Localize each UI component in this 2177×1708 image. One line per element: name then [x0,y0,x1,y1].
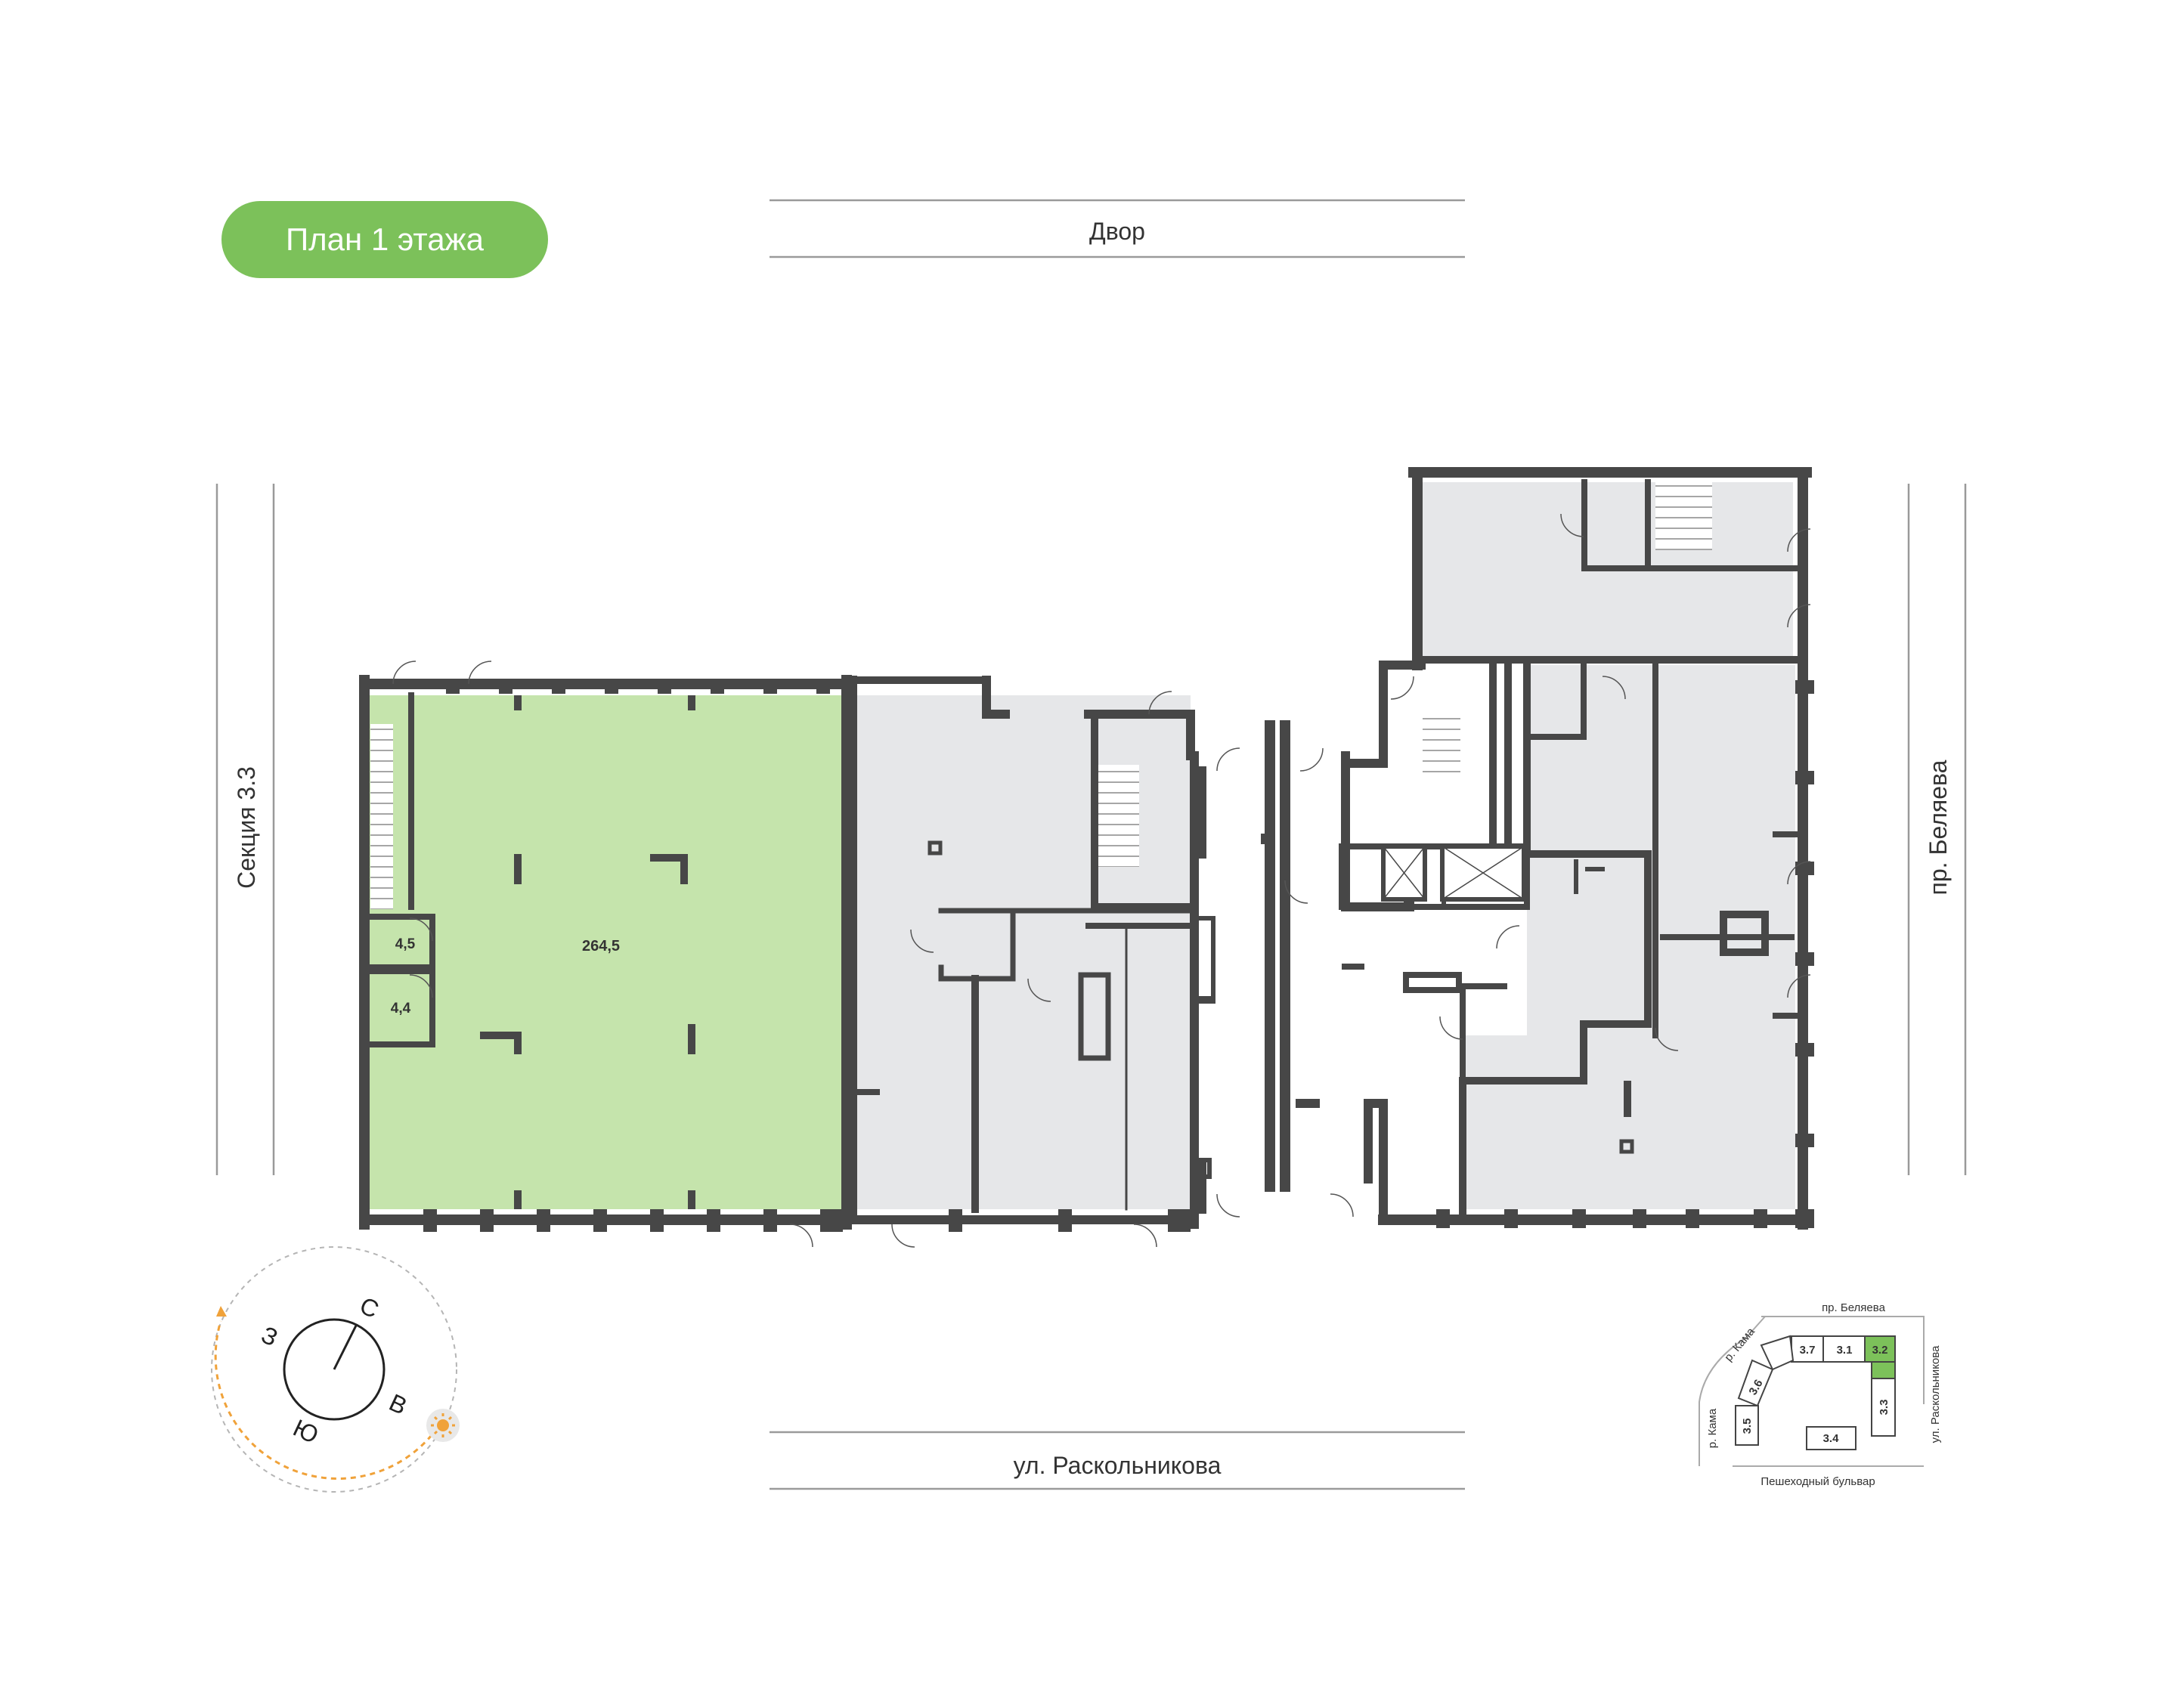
keyplan-section-3-3: 3.3 [1878,1400,1891,1416]
keyplan-section-3-2: 3.2 [1872,1344,1888,1357]
doors [392,513,1811,1248]
elevator-shafts [1381,844,1526,902]
stair-mid-right [1423,718,1460,778]
keyplan-section-3-5: 3.5 [1741,1419,1754,1434]
keyplan-section-3-4: 3.4 [1823,1432,1840,1445]
compass-north: С [356,1292,383,1323]
compass-west: З [257,1321,282,1352]
keyplan-section-3-1: 3.1 [1837,1344,1853,1357]
compass-east: В [385,1388,411,1420]
unit-f[interactable] [1463,1035,1795,1209]
key-plan: 3.7 3.1 3.2 3.6 3.5 3.4 3.3 пр. Беляева … [1699,1301,1942,1488]
room-fills [369,482,1795,1209]
street-label-top: Двор [1089,218,1145,245]
stair-mid [1098,765,1139,867]
unit-area-wc1: 4,5 [395,936,416,952]
stair-left [370,724,393,909]
compass: С В Ю З [211,1246,460,1493]
keyplan-river-upper: р. Кама [1722,1325,1757,1364]
stair-top-right [1655,482,1712,550]
compass-south: Ю [289,1414,323,1449]
unit-4-4[interactable] [369,971,432,1044]
unit-area-wc2: 4,4 [391,1001,411,1016]
keyplan-street-top: пр. Беляева [1822,1301,1886,1314]
keyplan-street-bottom: Пешеходный бульвар [1760,1475,1875,1488]
unit-c[interactable] [975,922,1179,1209]
column-posts [480,695,1803,1209]
unit-4-5[interactable] [369,917,432,967]
street-lines [215,199,1967,1490]
page-title: План 1 этажа [221,201,548,278]
street-label-left: Секция 3.3 [233,766,260,889]
keyplan-river-lower: р. Кама [1706,1408,1719,1448]
unit-264-5[interactable] [369,695,844,1209]
street-label-right: пр. Беляева [1925,760,1952,895]
street-label-bottom: ул. Раскольникова [1014,1452,1222,1479]
facade-piers [423,680,1814,1232]
unit-area-main: 264,5 [582,938,620,955]
keyplan-section-3-7: 3.7 [1800,1344,1816,1357]
keyplan-street-right: ул. Раскольникова [1929,1345,1942,1443]
